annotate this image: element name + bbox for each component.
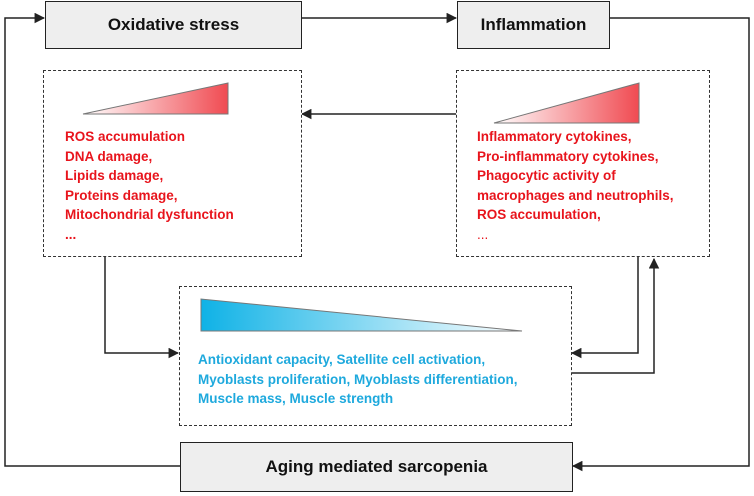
list-item: DNA damage, bbox=[65, 148, 153, 164]
inflammation-label: Inflammation bbox=[480, 15, 587, 34]
decrease-wedge-icon bbox=[200, 298, 523, 332]
list-item: ... bbox=[477, 226, 489, 242]
inflammation-effects-box: Inflammatory cytokines, Pro-inflammatory… bbox=[456, 70, 710, 257]
arrow-oxidative-to-muscle bbox=[104, 257, 180, 359]
list-item: Mitochondrial dysfunction bbox=[65, 207, 234, 222]
list-item: Proteins damage, bbox=[65, 187, 178, 203]
aging-sarcopenia-label: Aging mediated sarcopenia bbox=[265, 457, 488, 476]
arrow-inflammation-to-muscle bbox=[570, 257, 639, 359]
list-item: macrophages and neutrophils, bbox=[477, 187, 674, 203]
oxidative-stress-label: Oxidative stress bbox=[107, 15, 240, 34]
muscle-effects-box: Antioxidant capacity, Satellite cell act… bbox=[179, 286, 572, 426]
list-item: Inflammatory cytokines, bbox=[477, 129, 632, 144]
list-item: ... bbox=[65, 226, 77, 242]
oxidative-effects-list: ROS accumulation DNA damage, Lipids dama… bbox=[65, 127, 234, 244]
list-item: Antioxidant capacity, Satellite cell act… bbox=[198, 352, 486, 367]
oxidative-stress-box: Oxidative stress bbox=[45, 1, 302, 49]
list-item: ROS accumulation, bbox=[477, 207, 601, 222]
list-item: Myoblasts proliferation, Myoblasts diffe… bbox=[198, 371, 518, 387]
arrow-muscle-to-inflammation bbox=[572, 257, 660, 374]
aging-sarcopenia-box: Aging mediated sarcopenia bbox=[180, 442, 573, 492]
increase-wedge-icon bbox=[493, 82, 640, 124]
inflammation-box: Inflammation bbox=[457, 1, 610, 49]
muscle-effects-list: Antioxidant capacity, Satellite cell act… bbox=[198, 350, 518, 409]
list-item: Pro-inflammatory cytokines, bbox=[477, 148, 659, 164]
oxidative-effects-box: ROS accumulation DNA damage, Lipids dama… bbox=[43, 70, 302, 257]
arrow-aging-to-oxidative bbox=[4, 12, 180, 467]
list-item: Lipids damage, bbox=[65, 168, 164, 183]
increase-wedge-icon bbox=[82, 82, 229, 115]
list-item: Muscle mass, Muscle strength bbox=[198, 391, 394, 406]
list-item: ROS accumulation bbox=[65, 129, 186, 144]
list-item: Phagocytic activity of bbox=[477, 168, 616, 183]
arrow-inflammation-to-aging bbox=[571, 17, 750, 472]
inflammation-effects-list: Inflammatory cytokines, Pro-inflammatory… bbox=[477, 127, 674, 244]
